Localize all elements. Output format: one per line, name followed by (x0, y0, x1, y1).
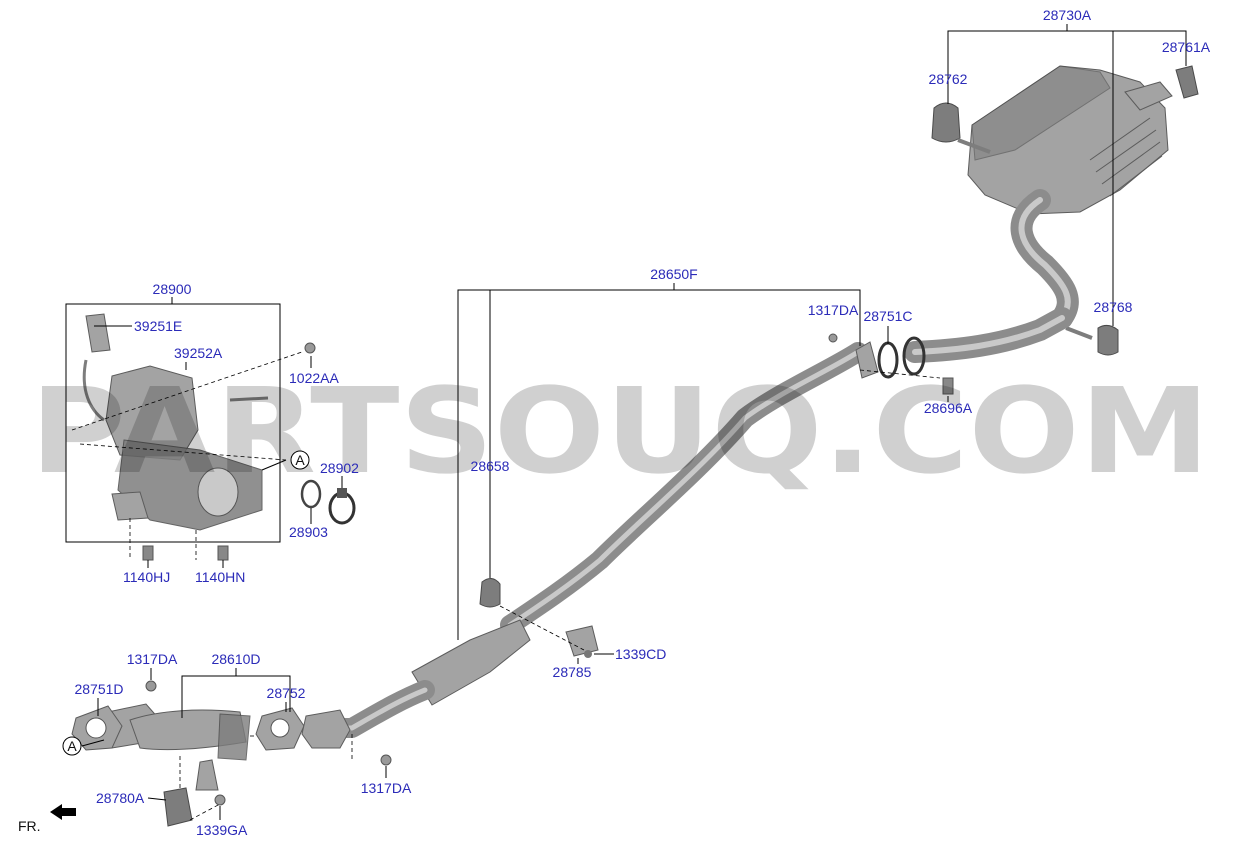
label-28761A: 28761A (1162, 39, 1211, 55)
dpf-catalyst-28900 (82, 313, 269, 531)
label-28903: 28903 (289, 524, 328, 540)
front-orientation: FR. (18, 804, 76, 834)
label-28762: 28762 (929, 71, 968, 87)
dashed-leaders (71, 351, 941, 821)
front-pipe-28610D (97, 703, 251, 791)
assembly-box-28900 (65, 303, 281, 543)
label-1339CD: 1339CD (615, 646, 666, 662)
leader-lines (81, 24, 1187, 820)
label-28610D: 28610D (211, 651, 260, 667)
hanger-28761A (1175, 65, 1199, 99)
svg-text:A: A (67, 738, 77, 754)
label-1339GA: 1339GA (196, 822, 248, 838)
label-1317DA-bottom: 1317DA (361, 780, 412, 796)
gasket-28752 (255, 707, 351, 751)
label-28900: 28900 (153, 281, 192, 297)
label-28752: 28752 (267, 685, 306, 701)
label-1140HJ: 1140HJ (123, 569, 170, 585)
label-28658: 28658 (471, 458, 510, 474)
label-28902: 28902 (320, 460, 359, 476)
label-28768: 28768 (1094, 299, 1133, 315)
bolts (142, 333, 954, 806)
label-28751D: 28751D (74, 681, 123, 697)
reference-marker-lower: A (62, 736, 82, 756)
front-arrow-icon (50, 804, 76, 820)
label-1140HN: 1140HN (195, 569, 245, 585)
label-39251E: 39251E (134, 318, 182, 334)
label-1022AA: 1022AA (289, 370, 339, 386)
bracket-28785 (565, 625, 599, 658)
hanger-28658 (479, 578, 501, 608)
label-1317DA-top: 1317DA (808, 302, 859, 318)
label-28780A: 28780A (96, 790, 145, 806)
svg-text:A: A (295, 452, 305, 468)
part-labels: 28730A 28761A 28762 28768 28650F 1317DA … (74, 7, 1210, 838)
label-28650F: 28650F (650, 266, 697, 282)
hanger-28780A (163, 787, 193, 827)
label-28730A: 28730A (1043, 7, 1092, 23)
reference-marker-upper: A (290, 450, 310, 470)
label-28696A: 28696A (924, 400, 973, 416)
label-28751C: 28751C (863, 308, 912, 324)
label-39252A: 39252A (174, 345, 223, 361)
label-28785: 28785 (553, 664, 592, 680)
label-1317DA-left: 1317DA (127, 651, 178, 667)
center-pipe (310, 307, 1073, 738)
orientation-label: FR. (18, 818, 41, 834)
rear-muffler (967, 65, 1173, 329)
clamp-28902 (328, 488, 356, 525)
gasket-28903 (300, 479, 322, 509)
watermark-text: PARTSOUQ.COM (30, 362, 1210, 500)
gasket-28751D (71, 705, 123, 751)
hanger-28762 (931, 102, 991, 154)
hanger-28768 (1065, 324, 1119, 356)
